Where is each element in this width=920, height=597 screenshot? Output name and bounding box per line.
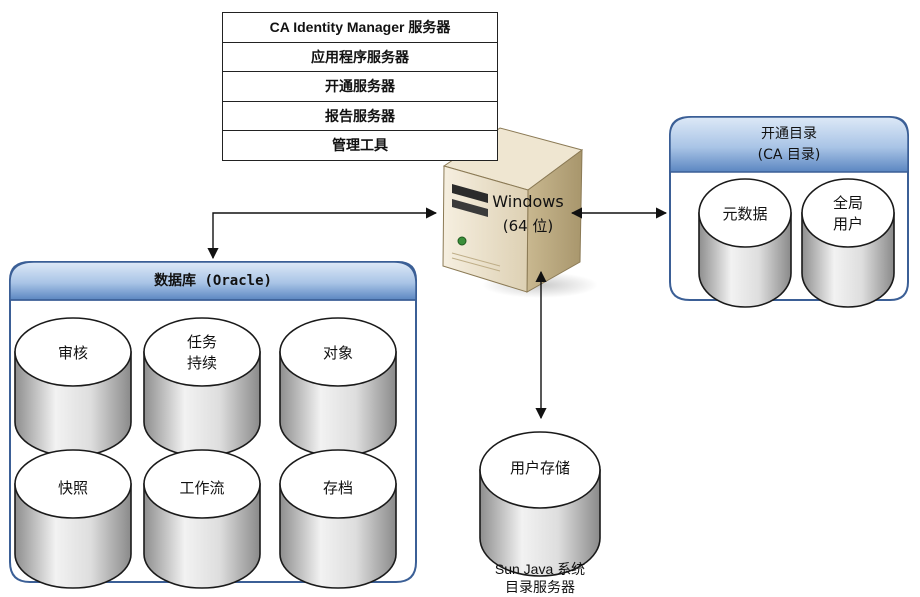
cylinder-workflow: [143, 449, 261, 589]
cylinder-label-task-persistence: 任务持续: [142, 332, 262, 374]
cylinder-label-metadata-line: 元数据: [722, 204, 768, 223]
role-admin-tools: 管理工具: [332, 137, 388, 154]
cylinder-global-users: [801, 178, 895, 308]
cylinder-object: [279, 317, 397, 457]
connectors: [207, 207, 668, 420]
database-title: 数据库 (Oracle): [154, 273, 272, 289]
cylinder-archive: [279, 449, 397, 589]
cylinder-label-task-persistence-line: 任务: [186, 333, 217, 351]
cylinder-task-persistence: [143, 317, 261, 457]
cylinder-audit: [14, 317, 132, 457]
cylinder-label-workflow-line: 工作流: [179, 478, 225, 497]
cylinder-label-object: 对象: [278, 343, 398, 364]
user-store-caption-line1: Sun Java 系统: [494, 561, 586, 577]
role-provisioning-server: 开通服务器: [223, 72, 497, 102]
server-os-label: Windows: [492, 192, 564, 211]
cylinder-user-store: [479, 431, 601, 577]
role-application-server: 应用程序服务器: [223, 43, 497, 73]
cylinder-label-archive-line: 存档: [322, 478, 353, 497]
cylinder-label-global-users: 全局用户: [788, 193, 908, 235]
role-identity-manager: CA Identity Manager 服务器: [223, 13, 497, 43]
cylinder-label-snapshot-line: 快照: [57, 478, 88, 497]
cylinder-label-user-store: 用户存储: [509, 459, 570, 477]
provisioning-title-line1: 开通目录: [761, 126, 817, 142]
cylinder-label-archive: 存档: [278, 478, 398, 499]
cylinder-label-object-line: 对象: [322, 343, 353, 362]
server-roles-table: CA Identity Manager 服务器 应用程序服务器 开通服务器 报告…: [222, 12, 498, 161]
cylinders-layer: [14, 178, 895, 589]
cylinder-label-workflow: 工作流: [142, 478, 262, 499]
cylinder-label-snapshot: 快照: [13, 478, 133, 499]
cylinder-label-audit-line: 审核: [57, 343, 88, 362]
user-store-caption-line2: 目录服务器: [505, 579, 575, 595]
cylinder-label-audit: 审核: [13, 343, 133, 364]
cylinder-label-global-users-line: 用户: [832, 215, 863, 233]
cylinder-snapshot: [14, 449, 132, 589]
provisioning-title-line2: (CA 目录): [757, 147, 821, 163]
cylinder-metadata: [698, 178, 792, 308]
cylinder-label-metadata: 元数据: [685, 204, 805, 225]
role-report-server: 报告服务器: [223, 102, 497, 132]
server-bits-label: (64 位): [502, 217, 554, 235]
cylinder-label-task-persistence-line: 持续: [186, 354, 217, 372]
cylinder-label-global-users-line: 全局: [832, 194, 863, 212]
